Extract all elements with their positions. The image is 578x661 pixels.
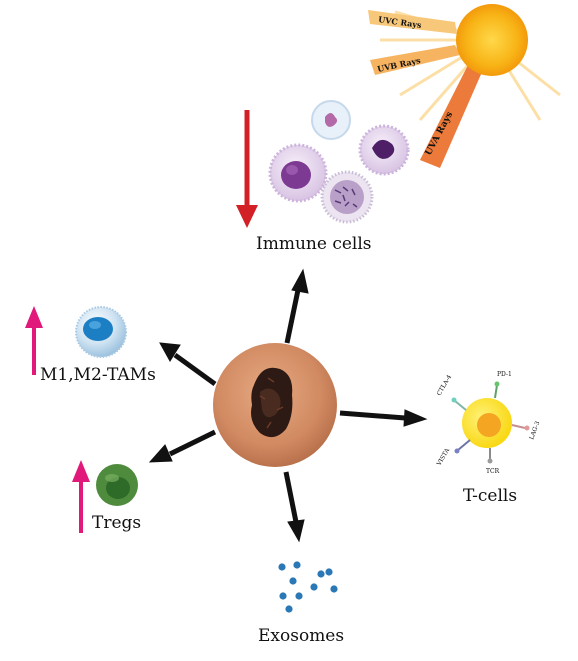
- cell-basophil: [320, 170, 374, 224]
- immune-cells-decrease-arrow: [236, 110, 258, 228]
- arrow-to-exosomes: [283, 471, 305, 543]
- cell-pale-blue: [311, 100, 351, 140]
- uva-ray-band: [420, 65, 482, 168]
- receptor-lag3: LAG-3: [511, 420, 541, 441]
- svg-text:TCR: TCR: [486, 468, 500, 475]
- t-cells-label: T-cells: [463, 486, 517, 506]
- immune-cells-icon: [268, 100, 410, 224]
- uvc-ray-band: [368, 10, 457, 34]
- sun-icon: UVC Rays UVB Rays UVA Rays: [368, 4, 561, 168]
- radiating-arrows: [148, 268, 428, 543]
- sun-disc: [456, 4, 528, 76]
- arrow-to-tregs: [148, 429, 217, 463]
- tam-cell-icon: [75, 306, 127, 358]
- tregs-label: Tregs: [92, 513, 141, 533]
- tams-label: M1,M2-TAMs: [40, 365, 156, 385]
- t-cell-icon: CTLA-4 PD-1 LAG-3 VISTA TCR: [435, 371, 541, 475]
- receptor-tcr: TCR: [486, 448, 500, 475]
- arrow-to-immune-cells: [284, 268, 309, 344]
- receptor-ctla4: CTLA-4: [436, 374, 467, 411]
- exosomes-icon: [278, 561, 338, 613]
- tregs-increase-arrow: [72, 460, 90, 533]
- uvb-ray-band: [370, 45, 460, 75]
- receptor-pd1: PD-1: [494, 371, 512, 399]
- immune-cells-label: Immune cells: [256, 234, 372, 254]
- melanoma-lesion-icon: [213, 343, 337, 467]
- svg-text:VISTA: VISTA: [435, 447, 451, 468]
- svg-text:PD-1: PD-1: [497, 371, 512, 378]
- treg-cell-icon: [96, 464, 138, 506]
- uvc-ray-label: UVC Rays: [378, 14, 423, 30]
- arrow-to-tams: [159, 342, 217, 387]
- svg-text:CTLA-4: CTLA-4: [436, 374, 454, 397]
- tams-increase-arrow: [25, 306, 43, 375]
- receptor-vista: VISTA: [435, 439, 471, 468]
- cell-lymphocyte: [268, 143, 328, 203]
- arrow-to-t-cells: [339, 409, 428, 427]
- svg-text:LAG-3: LAG-3: [528, 420, 541, 440]
- exosomes-label: Exosomes: [258, 626, 344, 646]
- cell-neutrophil: [358, 124, 410, 176]
